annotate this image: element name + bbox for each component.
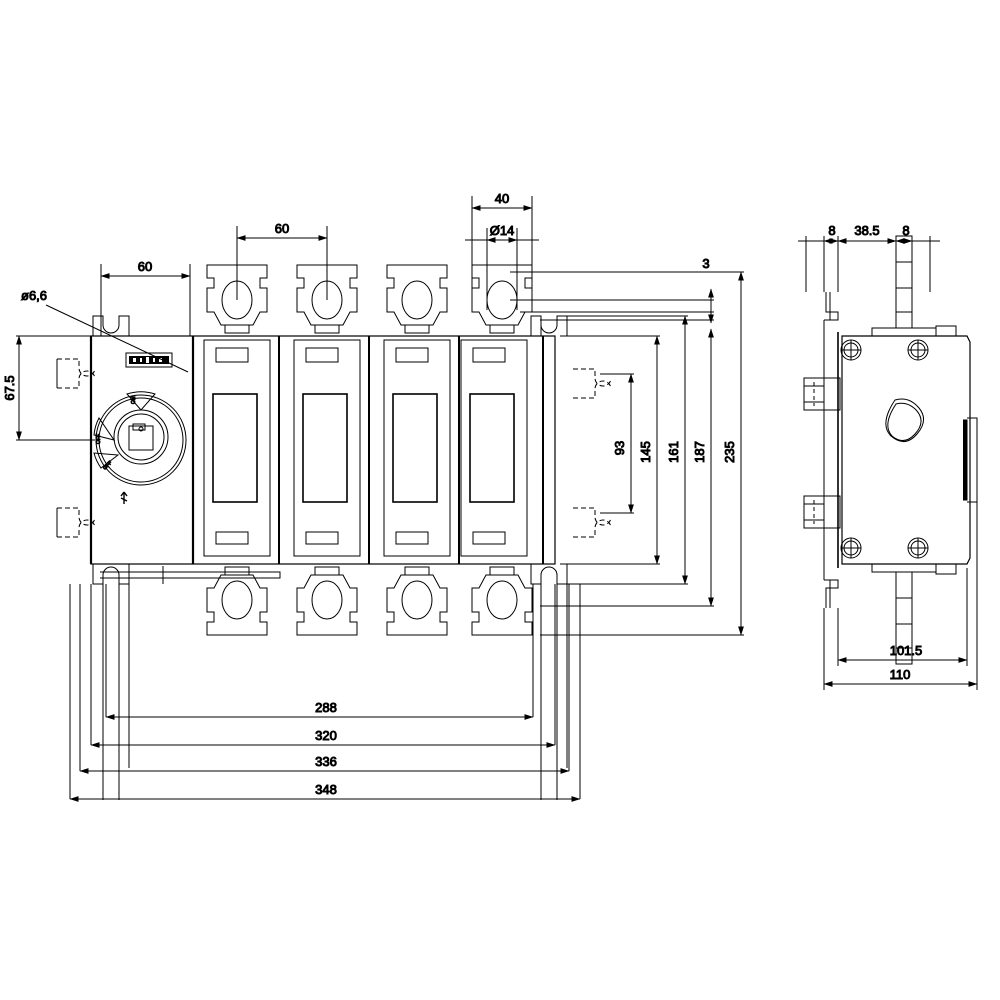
terminal-lug-bottom-4	[471, 566, 533, 636]
dim-label-overall-width: 348	[315, 782, 337, 797]
pole-module-4	[460, 339, 528, 557]
dim-label-terminal-hole: Ø14	[490, 223, 515, 238]
side-view-dimensions: 8 38.5 8 101.5 110	[798, 223, 978, 690]
side-mounting-flange	[823, 292, 839, 608]
dim-handle-offset: 60	[100, 259, 191, 336]
dim-mounting-span: 161	[560, 315, 688, 585]
dim-label-overall-height: 235	[722, 441, 737, 463]
front-view-dimensions: 60 60 40 Ø14 ø6,6	[2, 191, 744, 802]
pole-module-3	[383, 339, 451, 557]
screw-bottom-left	[840, 537, 862, 559]
dim-label-inner-bracket-span: 93	[612, 441, 627, 455]
dim-mounting-width: 336	[79, 584, 570, 774]
side-body-housing	[837, 332, 978, 568]
terminal-lug-top-4	[471, 264, 533, 334]
side-view	[803, 235, 978, 665]
dim-label-pole-pitch: 60	[275, 221, 289, 236]
dim-overall-height: 235	[510, 271, 744, 636]
mounting-brackets	[56, 315, 612, 800]
dim-label-body-width: 320	[315, 728, 337, 743]
front-view: ON OFF OFF	[56, 264, 612, 800]
dim-label-overall-depth: 110	[890, 667, 911, 682]
dim-label-body-height: 145	[638, 441, 653, 463]
front-body-housing	[89, 335, 556, 565]
dim-terminal-span: 288	[105, 584, 534, 720]
dim-label-overall-body-height: 187	[692, 441, 707, 463]
dim-terminal-hole: Ø14	[465, 223, 539, 310]
side-terminal-bar-bottom	[871, 564, 957, 665]
top-terminal-lugs	[206, 264, 533, 334]
bracket-bottom-right	[530, 564, 568, 800]
dim-body-width: 320	[90, 584, 556, 748]
bracket-hidden-left-upper	[57, 358, 96, 389]
dim-label-mounting-span: 161	[666, 441, 681, 463]
side-screws	[840, 339, 929, 559]
dim-overall-body-height: 187	[540, 319, 714, 607]
bracket-hidden-left-lower	[57, 507, 96, 538]
dim-depth-without-cover: 101.5	[837, 568, 968, 666]
dim-side-top-chain: 8 38.5 8	[798, 223, 940, 292]
dim-label-flange-left: 8	[828, 223, 835, 238]
pole-module-2	[293, 339, 361, 557]
pole-module-1	[203, 339, 271, 557]
terminal-lug-bottom-3	[386, 566, 448, 636]
dim-label-flange-right: 8	[902, 223, 909, 238]
dim-pole-pitch: 60	[236, 221, 328, 300]
dim-inner-bracket-span: 93	[600, 373, 634, 514]
side-bracket-upper	[803, 377, 841, 411]
dim-terminal-width: 40	[471, 191, 533, 300]
handle-on-label: ON	[131, 396, 137, 404]
dim-label-bracket-spacing: 67.5	[2, 375, 17, 400]
screw-bottom-right	[907, 537, 929, 559]
pole-modules	[203, 336, 544, 564]
dim-overall-width: 348	[69, 584, 581, 802]
handle-off-label: OFF	[96, 434, 102, 444]
side-bracket-lower	[803, 495, 841, 529]
side-shaft-boss	[885, 398, 924, 442]
dim-label-handle-offset: 60	[138, 259, 152, 274]
terminal-lug-top-3	[386, 264, 448, 334]
terminal-lug-bottom-2	[296, 566, 358, 636]
bracket-hidden-right-lower	[573, 507, 612, 538]
bracket-bottom-left	[92, 564, 130, 800]
dim-label-busbar-thickness: 3	[702, 256, 709, 271]
dim-label-mounting-width: 336	[315, 754, 337, 769]
screw-top-right	[907, 339, 929, 361]
dim-label-mounting-hole-dia: ø6,6	[21, 288, 47, 303]
bracket-hidden-right-upper	[573, 368, 612, 399]
bottom-terminal-lugs	[206, 566, 533, 636]
dim-label-terminal-width: 40	[495, 191, 509, 206]
nameplate	[125, 352, 173, 368]
bracket-top-left	[92, 315, 130, 336]
rotary-handle[interactable]: ON OFF OFF	[93, 391, 187, 504]
dim-label-depth-without-cover: 101.5	[890, 643, 923, 658]
dim-overall-depth: 110	[823, 502, 978, 690]
dim-body-height: 145	[560, 335, 660, 565]
side-terminal-bar-top	[871, 235, 957, 336]
dim-bracket-spacing: 67.5	[2, 335, 95, 441]
dim-busbar-thickness: 3	[510, 256, 714, 324]
dim-mounting-hole-dia: ø6,6	[21, 288, 189, 373]
screw-top-left	[840, 339, 862, 361]
bracket-top-right	[530, 315, 568, 336]
terminal-lug-bottom-1	[206, 566, 268, 636]
dim-label-terminal-span: 288	[315, 700, 337, 715]
dim-label-body-depth-mid: 38.5	[854, 223, 879, 238]
